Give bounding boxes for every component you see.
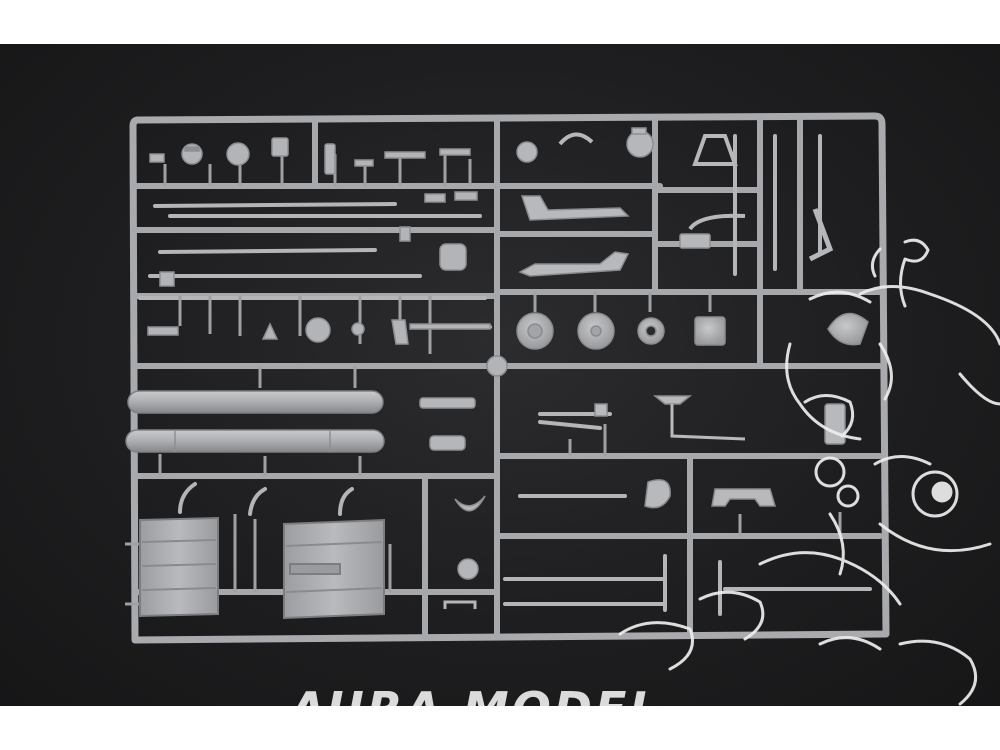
small-parts-top bbox=[149, 137, 478, 271]
sprue-frame bbox=[129, 112, 890, 644]
seat-parts bbox=[518, 195, 630, 277]
small-parts-mid-center bbox=[419, 397, 486, 609]
small-parts-lower-right bbox=[594, 395, 846, 509]
sprue-runners bbox=[132, 117, 883, 639]
disc-parts bbox=[486, 312, 869, 377]
watermark-text: AURA MODEL bbox=[290, 684, 650, 706]
cartoon-creature-watermark-icon bbox=[618, 238, 1000, 706]
rod-parts bbox=[138, 134, 872, 616]
small-parts-upper-right bbox=[516, 127, 834, 262]
sprue-photo: AURA MODEL bbox=[0, 44, 1000, 706]
small-parts-mid-left bbox=[147, 271, 491, 345]
armor-plate-parts bbox=[139, 516, 385, 620]
sprue-gates bbox=[125, 144, 842, 606]
sprue-drawing bbox=[125, 112, 1000, 706]
hook-parts bbox=[178, 482, 354, 516]
tube-parts bbox=[125, 390, 385, 453]
